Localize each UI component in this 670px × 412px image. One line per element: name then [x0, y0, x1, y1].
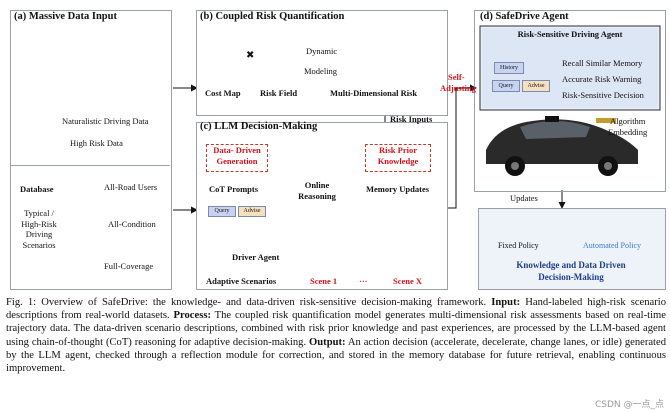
naturalistic-label: Naturalistic Driving Data — [62, 116, 149, 126]
risk-inputs-label: Risk Inputs — [390, 114, 433, 124]
risk-prior-line-1: Risk Prior — [378, 145, 417, 155]
history-chip: History — [494, 62, 524, 74]
caption-input-head: Input: — [491, 297, 521, 308]
caption-process-head: Process: — [173, 310, 211, 322]
risk-prior-box: Risk Prior Knowledge — [365, 144, 431, 172]
data-driven-line-1: Data- Driven — [213, 145, 261, 155]
panel-c-title: (c) LLM Decision-Making — [200, 121, 318, 132]
dynamic-label: Dynamic — [306, 46, 338, 56]
fixed-policy-label: Fixed Policy — [498, 241, 539, 250]
warning-item: Accurate Risk Warning — [562, 74, 642, 84]
embedding-label: Embedding — [608, 127, 648, 137]
cyl-line-1: Typical / — [24, 208, 54, 218]
scene-dots-label: ··· — [359, 276, 368, 286]
adaptive-scenarios-label: Adaptive Scenarios — [206, 276, 277, 286]
query-chip: Query — [208, 206, 236, 217]
automated-policy-label: Automated Policy — [583, 241, 641, 250]
caption-output-head: Output: — [309, 336, 346, 348]
adjusting-label: Adjusting — [440, 83, 476, 93]
caption-p1: Fig. 1: Overview of SafeDrive: the knowl… — [6, 297, 487, 308]
advise-chip: Advise — [238, 206, 266, 217]
modeling-label: Modeling — [304, 66, 338, 76]
reasoning-line: Reasoning — [298, 190, 336, 201]
online-reasoning-label: Online Reasoning — [288, 180, 346, 201]
data-driven-box: Data- Driven Generation — [206, 144, 268, 172]
driver-agent-label: Driver Agent — [232, 252, 280, 262]
memory-updates-label: Memory Updates — [366, 184, 430, 194]
panel-a-title: (a) Massive Data Input — [14, 11, 117, 22]
agent-box-title: Risk-Sensitive Driving Agent — [517, 29, 623, 39]
all-condition-label: All-Condition — [108, 219, 156, 229]
scene-1-label: Scene 1 — [310, 276, 338, 286]
i-marker-1: i — [326, 237, 328, 245]
database-cylinder-text: Typical / High-Risk Driving Scenarios — [15, 208, 63, 250]
multi-risk-label: Multi-Dimensional Risk — [330, 88, 418, 98]
agent-query-chip: Query — [492, 80, 520, 92]
data-driven-line-2: Generation — [216, 156, 258, 166]
cyl-line-2: High-Risk — [21, 218, 57, 229]
recall-item: Recall Similar Memory — [562, 58, 643, 68]
algorithm-label: Algorithm — [610, 116, 646, 126]
multiply-icon: ✖ — [246, 50, 255, 61]
risk-prior-line-2: Knowledge — [377, 156, 419, 166]
i-marker-2: i — [364, 213, 366, 221]
cyl-line-3: Driving — [25, 229, 53, 239]
caption-p4: An action decision (accelerate, decelera… — [6, 336, 666, 375]
self-label: Self- — [448, 72, 465, 82]
panel-d-title: (d) SafeDrive Agent — [480, 11, 569, 22]
decision-item: Risk-Sensitive Decision — [562, 90, 644, 100]
risk-field-label: Risk Field — [260, 88, 298, 98]
knowledge-label: Knowledge and Data Driven — [516, 260, 626, 270]
full-coverage-label: Full-Coverage — [104, 261, 154, 271]
cot-prompts-label: CoT Prompts — [209, 184, 259, 194]
caption-p2: Hand-labeled high-risk scenario descript… — [6, 297, 666, 322]
decision-making-label: Decision-Making — [538, 272, 604, 282]
cyl-line-4: Scenarios — [22, 239, 56, 250]
figure-caption: Fig. 1: Overview of SafeDrive: the knowl… — [6, 296, 666, 375]
updates-label: Updates — [510, 193, 538, 203]
panel-coupled-risk — [196, 10, 448, 116]
caption-p3: The coupled risk quantification model ge… — [6, 310, 666, 348]
scene-x-label: Scene X — [393, 276, 423, 286]
all-road-users-label: All-Road Users — [104, 182, 158, 192]
online-line: Online — [304, 180, 330, 190]
database-label: Database — [20, 184, 54, 194]
panel-knowledge-decision — [478, 208, 666, 290]
watermark: CSDN @一点_点 — [594, 400, 664, 410]
panel-safedrive-agent — [474, 10, 666, 192]
divider-line — [10, 165, 170, 166]
high-risk-label: High Risk Data — [70, 138, 123, 148]
panel-b-title: (b) Coupled Risk Quantification — [200, 11, 345, 22]
panel-massive-data-input — [10, 10, 172, 290]
agent-advise-chip: Advise — [522, 80, 550, 92]
cost-map-label: Cost Map — [205, 88, 241, 98]
